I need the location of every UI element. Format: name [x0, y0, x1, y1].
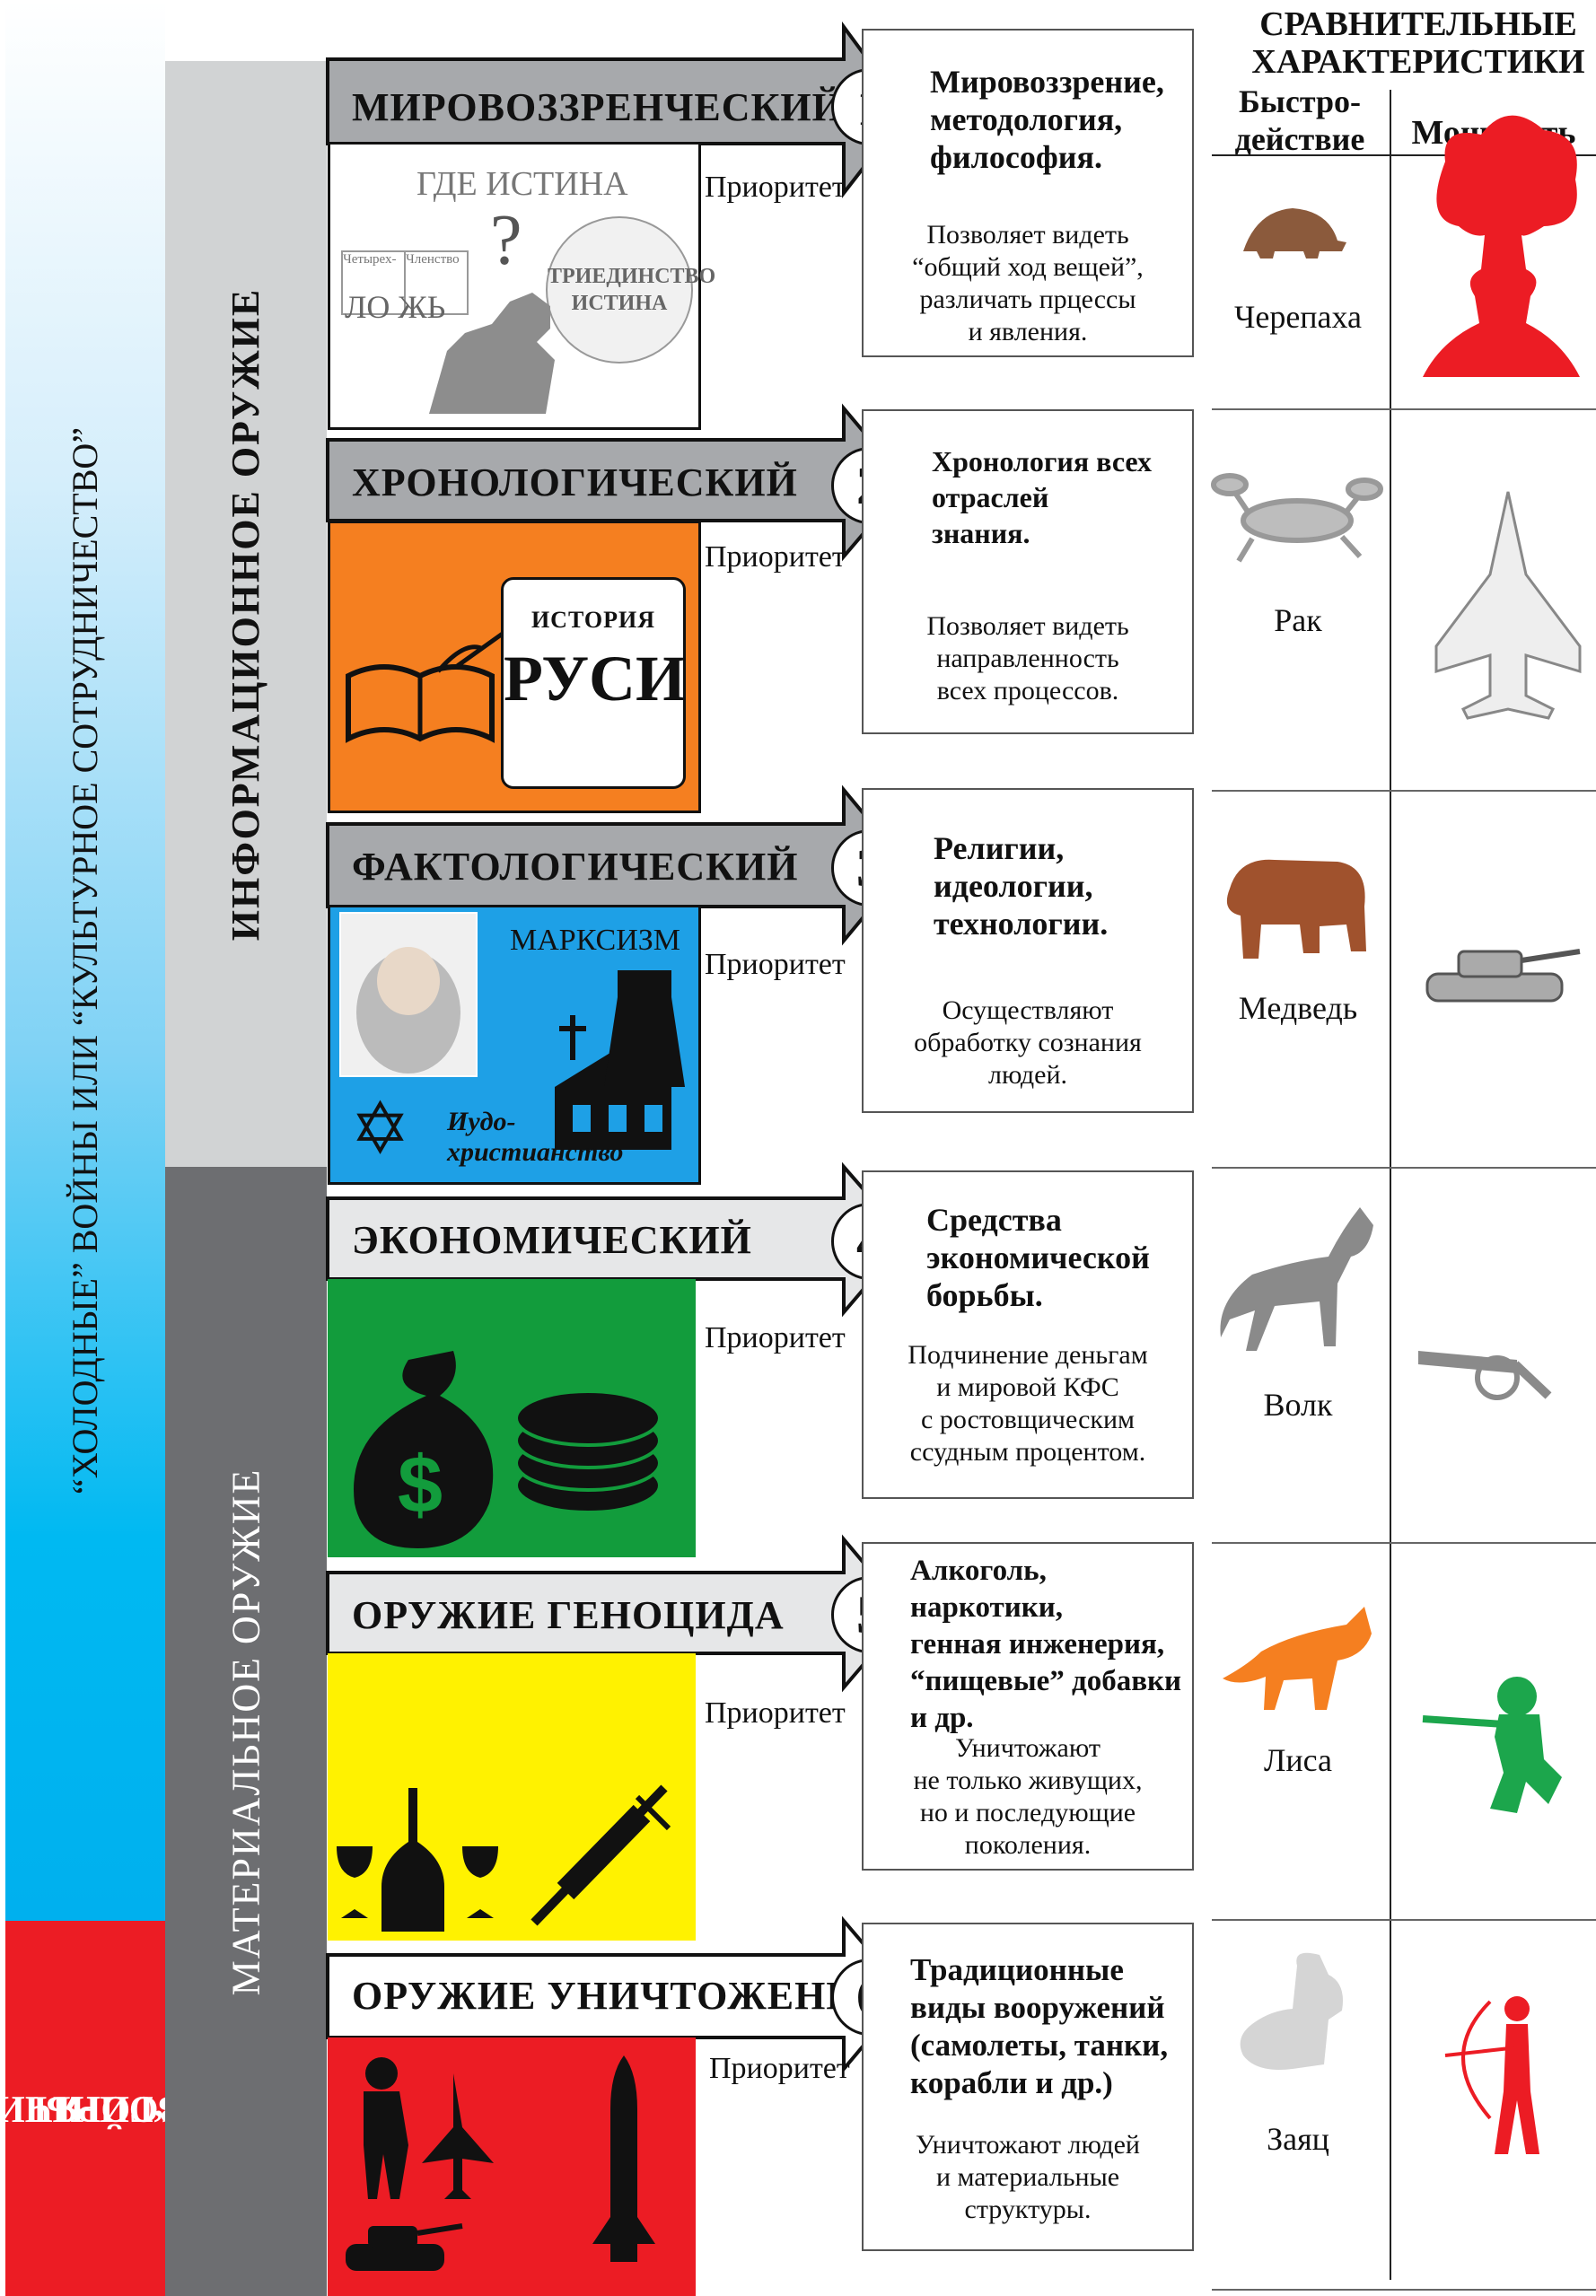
- row-divider: [1212, 408, 1596, 410]
- table-divider: [1390, 90, 1391, 2280]
- cannon-icon: [1418, 1351, 1552, 1400]
- level-3-title: ФАКТОЛОГИЧЕСКИЙ: [352, 845, 799, 889]
- level-4-image: $: [328, 1279, 696, 1557]
- level-5-image: [328, 1653, 696, 1941]
- fox-icon: [1223, 1607, 1372, 1710]
- row-divider: [1212, 1167, 1596, 1169]
- header-line: [1212, 154, 1596, 156]
- row-divider: [1212, 2289, 1596, 2291]
- star-of-david-icon: ✡: [350, 1091, 411, 1170]
- level-5-description: Алкоголь,наркотики,генная инженерия,“пищ…: [862, 1542, 1194, 1871]
- level-5-title: ОРУЖИЕ ГЕНОЦИДА: [352, 1593, 785, 1637]
- info-weapon-band: [165, 61, 327, 1167]
- bear-icon: [1226, 859, 1366, 959]
- level-2-image: ИСТОРИЯ РУСИ: [328, 521, 701, 813]
- svg-text:$: $: [398, 1441, 443, 1530]
- church-icon: [555, 970, 685, 1150]
- weapons-silhouette-icon: [346, 2055, 655, 2271]
- truth-title: ГДЕ ИСТИНА: [417, 165, 628, 203]
- row-divider: [1212, 790, 1596, 792]
- speed-animal-1: Черепаха: [1233, 299, 1363, 335]
- cold-wars-label: “ХОЛОДНЫЕ” ВОЙНЫ ИЛИ “КУЛЬТУРНОЕ СОТРУДН…: [65, 426, 106, 1494]
- speed-animal-5: Лиса: [1263, 1742, 1333, 1778]
- open-book-icon: [346, 619, 521, 743]
- wolf-icon: [1220, 1207, 1373, 1351]
- cube-2: Членство: [404, 250, 469, 315]
- hare-icon: [1240, 1952, 1343, 2070]
- jet-fighter-icon: [1434, 491, 1582, 720]
- lie-word: ЛО ЖЬ: [345, 289, 446, 325]
- level-3-description: Религии,идеологии,технологии. Осуществля…: [862, 788, 1194, 1113]
- judeo-christianity-label: Иудо-христианство: [447, 1107, 624, 1167]
- question-mark-icon: ?: [490, 201, 522, 280]
- speed-animal-2: Рак: [1274, 602, 1322, 638]
- soldier-icon: [1422, 1677, 1562, 1813]
- speed-animal-6: Заяц: [1267, 2121, 1329, 2157]
- level-2-title: ХРОНОЛОГИЧЕСКИЙ: [352, 460, 798, 504]
- info-weapon-label: ИНФОРМАЦИОННОЕ ОРУЖИЕ: [224, 287, 268, 941]
- level-1-title: МИРОВОЗЗРЕНЧЕСКИЙ: [352, 85, 844, 129]
- turtle-icon: [1243, 208, 1346, 259]
- crayfish-icon: [1211, 473, 1383, 563]
- money-bag-icon: $: [354, 1351, 494, 1548]
- level-3-image: МАРКСИЗМ ✡ Иудо-христианство: [328, 905, 701, 1185]
- marx-portrait: [339, 912, 478, 1077]
- material-weapon-band: [165, 1167, 327, 2296]
- speed-animal-3: Медведь: [1238, 990, 1358, 1026]
- coin-stack-icon: [514, 1389, 662, 1514]
- scroll-icon: ИСТОРИЯ РУСИ: [501, 577, 686, 789]
- bottle-and-glasses-icon: [337, 1788, 498, 1932]
- tank-icon: [1425, 949, 1581, 1003]
- syringe-icon: [531, 1784, 671, 1926]
- priority-label-2: Приоритет: [705, 540, 846, 574]
- cold-wars-band: [5, 0, 165, 1921]
- priority-label-5: Приоритет: [705, 1696, 846, 1730]
- speed-column-header: Быстро-действие: [1234, 83, 1365, 157]
- level-4-title: ЭКОНОМИЧЕСКИЙ: [352, 1218, 752, 1262]
- hot-wars-label: “ГОРЯЧИЕ”ВОЙНЫ: [0, 2088, 184, 2129]
- level-1-description: Мировоззрение,методология,философия. Поз…: [862, 29, 1194, 357]
- priority-label-4: Приоритет: [705, 1321, 846, 1354]
- row-divider: [1212, 1542, 1596, 1544]
- material-weapon-label: МАТЕРИАЛЬНОЕ ОРУЖИЕ: [224, 1468, 268, 1995]
- speed-animal-4: Волк: [1263, 1387, 1333, 1423]
- priority-label-1: Приоритет: [705, 171, 846, 204]
- hot-wars-band: [5, 1921, 165, 2296]
- row-divider: [1212, 1919, 1596, 1921]
- marxism-label: МАРКСИЗМ: [510, 924, 681, 957]
- level-6-title: ОРУЖИЕ УНИЧТОЖЕНИЯ: [352, 1974, 888, 2018]
- archer-icon: [1444, 1996, 1539, 2154]
- priority-label-6: Приоритет: [709, 2052, 850, 2085]
- priority-label-3: Приоритет: [705, 948, 846, 981]
- marx-face-icon: [356, 947, 460, 1074]
- level-6-image: [328, 2037, 696, 2296]
- nuclear-explosion-icon: [1423, 115, 1580, 377]
